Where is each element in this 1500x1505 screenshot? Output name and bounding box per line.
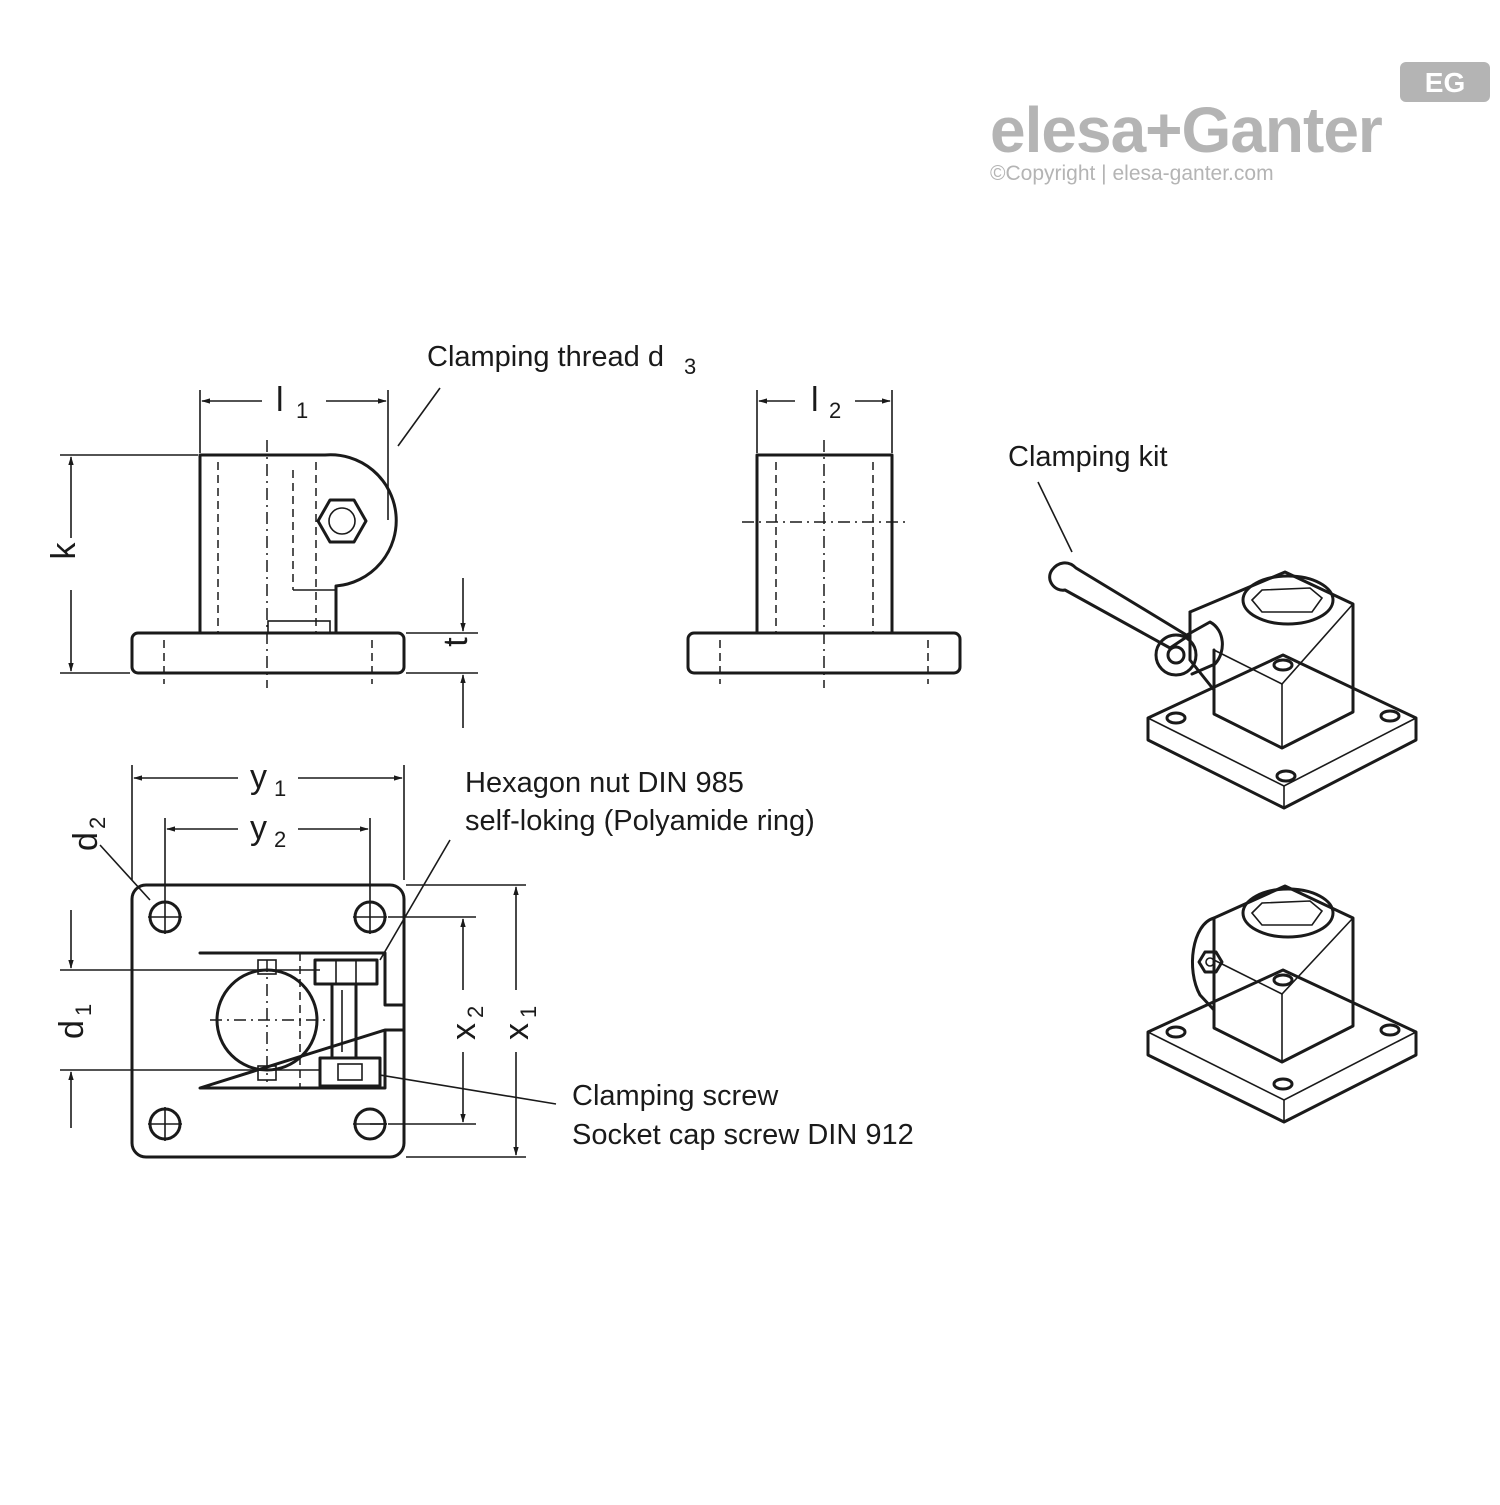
isometric-view-plain xyxy=(1146,884,1418,1124)
side-view: l 2 xyxy=(686,381,962,688)
iso2-side-lug xyxy=(1191,916,1216,1012)
dim-l2-sub: 2 xyxy=(829,398,841,423)
dim-x2-sub: 2 xyxy=(463,1006,488,1018)
logo-badge-text: EG xyxy=(1425,67,1465,98)
dim-y1: y xyxy=(250,758,267,796)
isometric-view-with-kit xyxy=(1048,561,1418,810)
iso2-block xyxy=(1212,884,1355,1064)
dim-t: t xyxy=(437,637,475,647)
dim-k: k xyxy=(45,542,83,560)
dim-l1: l xyxy=(276,381,284,419)
front-view-screw-circle xyxy=(328,507,356,535)
dim-y2: y xyxy=(250,809,267,847)
clamping-screw-label-line2: Socket cap screw DIN 912 xyxy=(572,1119,914,1151)
dim-d2-sub: 2 xyxy=(85,817,110,829)
iso2-base-plate xyxy=(1146,968,1418,1124)
clamping-kit-label: Clamping kit xyxy=(1008,441,1168,473)
top-view-plate xyxy=(130,883,406,1159)
logo-badge-icon: EG xyxy=(1400,62,1490,102)
dim-x1-group: x 1 xyxy=(498,1006,541,1040)
dim-y2-sub: 2 xyxy=(274,827,286,852)
clamping-lever xyxy=(1048,561,1190,650)
dim-d1-group: d 1 xyxy=(53,1004,96,1039)
logo-copyright: ©Copyright | elesa-ganter.com xyxy=(990,162,1274,185)
lever-hub xyxy=(1154,633,1198,677)
dim-x2: x xyxy=(445,1023,483,1040)
dim-d2: d xyxy=(67,832,105,851)
front-view-body xyxy=(198,453,398,635)
clamping-screw-label-line1: Clamping screw xyxy=(572,1080,779,1112)
hex-nut-callout: Hexagon nut DIN 985 self-loking (Polyami… xyxy=(379,767,815,961)
top-view-body xyxy=(198,951,406,1090)
dim-y1-sub: 1 xyxy=(274,776,286,801)
dim-x1: x xyxy=(498,1023,536,1040)
clamping-screw-callout: Clamping screw Socket cap screw DIN 912 xyxy=(379,1074,914,1151)
dim-d1: d xyxy=(53,1020,91,1039)
clamping-kit-callout: Clamping kit xyxy=(1008,441,1168,553)
hex-nut-top xyxy=(313,958,379,986)
front-view-base-plate xyxy=(130,631,406,675)
dim-d1-sub: 1 xyxy=(71,1004,96,1016)
elesa-ganter-logo: EG elesa+Ganter ©Copyright | elesa-gante… xyxy=(990,62,1490,185)
screw-head xyxy=(318,1056,382,1088)
top-view: y 1 y 2 d 2 d 1 x 2 xyxy=(53,758,541,1159)
dim-x1-sub: 1 xyxy=(516,1006,541,1018)
hex-nut-label-line2: self-loking (Polyamide ring) xyxy=(465,805,815,837)
front-view: l 1 k t xyxy=(45,381,478,728)
front-view-hex-nut-icon xyxy=(316,498,368,544)
clamping-thread-label: Clamping thread d xyxy=(427,341,664,373)
dim-x2-group: x 2 xyxy=(445,1006,488,1040)
dim-l2: l xyxy=(811,381,819,419)
dim-l1-sub: 1 xyxy=(296,398,308,423)
iso-block xyxy=(1188,570,1355,750)
logo-brand-text: elesa+Ganter xyxy=(990,94,1382,166)
clamping-thread-sub: 3 xyxy=(684,354,696,379)
dim-d2-group: d 2 xyxy=(67,817,110,851)
iso-base-plate xyxy=(1146,653,1418,810)
clamping-thread-callout: Clamping thread d 3 xyxy=(397,341,696,447)
iso2-hex-nut-icon xyxy=(1197,950,1224,974)
hex-nut-label-line1: Hexagon nut DIN 985 xyxy=(465,767,744,799)
